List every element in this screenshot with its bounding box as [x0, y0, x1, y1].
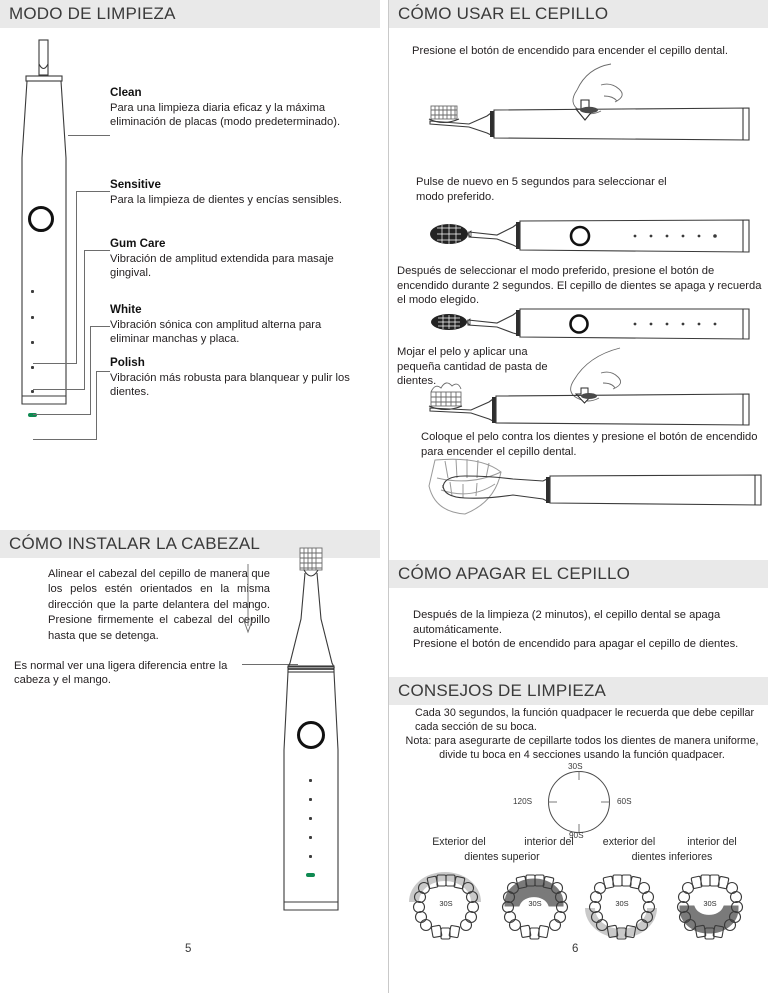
leader-line-head-gap	[242, 664, 298, 665]
mode-indicator-dot-1	[309, 779, 312, 782]
leader-line-gumcare-v	[84, 250, 85, 389]
section-header-cleaning-modes: MODO DE LIMPIEZA	[0, 0, 380, 28]
leader-line-polish-v	[96, 371, 97, 439]
section-header-how-to-use: CÓMO USAR EL CEPILLO	[389, 0, 768, 28]
section-title-text: MODO DE LIMPIEZA	[9, 4, 176, 23]
section-title-text: CÓMO APAGAR EL CEPILLO	[398, 564, 631, 583]
section-title-text: CONSEJOS DE LIMPIEZA	[398, 681, 607, 700]
quadrant-caption-upper-line2: dientes superior	[464, 851, 540, 863]
leader-line-polish-h	[96, 371, 110, 372]
quadrant-badge-3: 30S	[615, 899, 628, 908]
mode-entry-clean: Clean Para una limpieza diaria eficaz y …	[110, 86, 378, 130]
quadrant-badge-4: 30S	[703, 899, 716, 908]
quadrant-badge-2: 30S	[528, 899, 541, 908]
mode-name: Sensitive	[110, 178, 161, 191]
mode-indicator-dot-4	[309, 836, 312, 839]
right-page: CÓMO USAR EL CEPILLO Presione el botón d…	[388, 0, 768, 993]
mode-entry-gum-care: Gum Care Vibración de amplitud extendida…	[110, 237, 378, 281]
leader-line-white-h	[90, 326, 110, 327]
quadpacer-label-right: 60S	[617, 797, 632, 806]
install-direction-arrow-icon	[242, 564, 254, 634]
left-page: MODO DE LIMPIEZA	[0, 0, 388, 955]
teeth-quadrant-diagram-2: 30S	[492, 868, 578, 940]
toothbrush-install-illustration	[274, 545, 384, 930]
teeth-quadrant-diagram-1: 30S	[403, 868, 489, 940]
section-header-how-to-turn-off: CÓMO APAGAR EL CEPILLO	[389, 560, 768, 588]
mode-description: Vibración más robusta para blanquear y p…	[110, 372, 350, 399]
leader-line-gumcare-b	[33, 389, 85, 390]
use-step-3-text: Después de seleccionar el modo preferido…	[397, 265, 762, 307]
install-head-paragraph-2: Es normal ver una ligera diferencia entr…	[14, 660, 228, 687]
mode-indicator-dot-3	[31, 341, 34, 344]
leader-line-white-v	[90, 326, 91, 414]
leader-line-white-b	[33, 414, 91, 415]
mode-description: Para la limpieza de dientes y encías sen…	[110, 194, 342, 206]
use-step-2-text: Pulse de nuevo en 5 segundos para selecc…	[416, 176, 667, 203]
use-step-4-text: Mojar el pelo y aplicar una pequeña cant…	[397, 346, 548, 388]
mode-name: Polish	[110, 356, 145, 369]
leader-line-sensitive-v	[76, 191, 77, 363]
power-button-ring	[297, 721, 325, 749]
quadpacer-label-bottom: 90S	[569, 831, 584, 840]
quadpacer-label-left: 120S	[513, 797, 533, 806]
quadrant-caption-3-line1: exterior del	[602, 836, 656, 848]
toothbrush-horizontal-3	[427, 306, 763, 340]
turn-off-paragraph-2: Presione el botón de encendido para apag…	[413, 638, 739, 650]
section-title-text: CÓMO INSTALAR LA CABEZAL	[9, 534, 261, 553]
section-title-text: CÓMO USAR EL CEPILLO	[398, 4, 609, 23]
section-header-cleaning-tips: CONSEJOS DE LIMPIEZA	[389, 677, 768, 705]
mode-entry-white: White Vibración sónica con amplitud alte…	[110, 303, 378, 347]
quadpacer-label-top: 30S	[568, 762, 583, 771]
use-step-5-text: Coloque el pelo contra los dientes y pre…	[421, 431, 758, 458]
figure-brush-in-mouth	[425, 458, 765, 524]
leader-line-sensitive-h	[76, 191, 110, 192]
battery-led-indicator	[28, 413, 37, 417]
turn-off-paragraph-1: Después de la limpieza (2 minutos), el c…	[413, 609, 721, 636]
cleaning-tips-paragraph-1: Cada 30 segundos, la función quadpacer l…	[415, 707, 755, 733]
mode-indicator-dot-4	[31, 366, 34, 369]
quadrant-badge-1: 30S	[439, 899, 452, 908]
toothbrush-horizontal-4	[427, 380, 763, 426]
cleaning-modes-diagram: Clean Para una limpieza diaria eficaz y …	[0, 28, 388, 498]
mode-indicator-dot-5	[31, 390, 34, 393]
mode-entry-polish: Polish Vibración más robusta para blanqu…	[110, 356, 378, 400]
teeth-quadrant-diagram-4: 30S	[667, 868, 753, 940]
mode-indicator-dot-2	[309, 798, 312, 801]
quadrant-caption-4-line1: interior del	[687, 836, 737, 848]
page-number-right: 6	[572, 943, 579, 955]
page-number-left: 5	[185, 943, 192, 955]
mode-indicator-dot-2	[31, 316, 34, 319]
quadrant-caption-1-line1: Exterior del	[432, 836, 486, 848]
power-button-ring	[28, 206, 54, 232]
quadrant-caption-2-line1: interior del	[524, 836, 574, 848]
quadrant-caption-lower-line2: dientes inferiores	[631, 851, 713, 863]
mode-indicator-dot-5	[309, 855, 312, 858]
mode-description: Vibración sónica con amplitud alterna pa…	[110, 319, 322, 346]
leader-line-sensitive-b	[33, 363, 77, 364]
mode-description: Vibración de amplitud extendida para mas…	[110, 253, 334, 280]
battery-led-indicator	[306, 873, 315, 877]
mode-indicator-dot-1	[31, 290, 34, 293]
leader-line-polish-b	[33, 439, 97, 440]
leader-line-clean	[68, 135, 110, 136]
install-head-paragraph-1: Alinear el cabezal del cepillo de manera…	[48, 568, 270, 642]
toothbrush-horizontal-2	[427, 215, 763, 255]
teeth-quadrant-diagram-3: 30S	[579, 868, 665, 940]
use-step-1-text: Presione el botón de encendido para ence…	[412, 45, 728, 57]
mode-indicator-dot-3	[309, 817, 312, 820]
mode-name: Gum Care	[110, 237, 166, 250]
mode-entry-sensitive: Sensitive Para la limpieza de dientes y …	[110, 178, 378, 207]
leader-line-gumcare-h	[84, 250, 110, 251]
mode-description: Para una limpieza diaria eficaz y la máx…	[110, 102, 341, 129]
mode-name: White	[110, 303, 142, 316]
mode-name: Clean	[110, 86, 142, 99]
toothbrush-horizontal-1	[427, 102, 763, 144]
cleaning-tips-paragraph-2: Nota: para asegurarte de cepillarte todo…	[405, 735, 759, 761]
quadpacer-dial: 30S 60S 90S 120S	[389, 762, 768, 840]
